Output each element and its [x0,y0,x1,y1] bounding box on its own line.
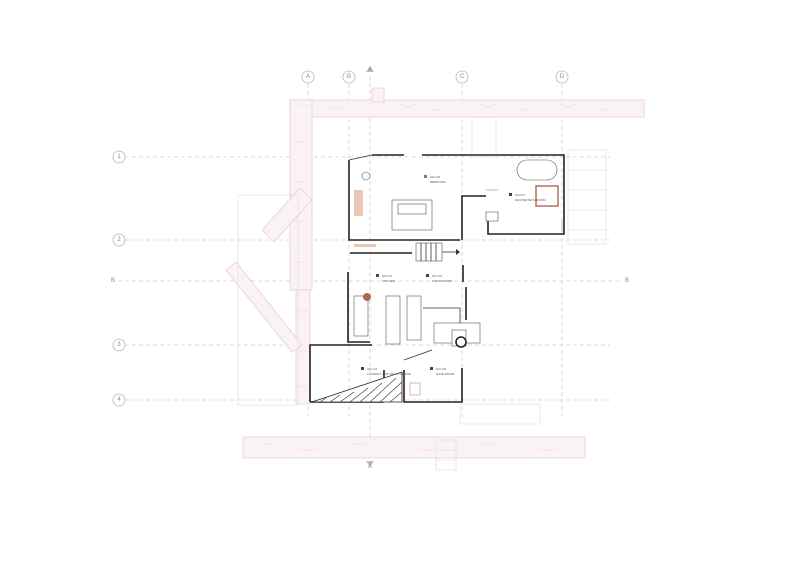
grid-label-row-4: 4 [117,397,121,403]
grid-lines [118,76,622,460]
section-marker-bottom-label: A [368,464,372,470]
grid-label-col-d: D [560,74,565,80]
grid-label-col-b: B [347,74,351,80]
stair [350,242,460,262]
gate-room-walls [403,349,463,403]
room-name: KITCHEN [382,279,395,283]
room-name: MASTER BATHROOM [515,198,546,202]
grid-label-row-b-left: B [111,278,115,284]
room-tag-living-room: GF1.02 LIVING ROOM [426,274,453,283]
room-tag-laundry: GF1.04 LAUNDRY / DRYING STORAGE [361,367,411,376]
grid-bubble-col-d: D [555,70,569,84]
kitchen-walls [347,265,464,345]
grid-bubble-row-b-right: B [625,278,629,284]
section-marker-top: A [366,66,374,73]
grid-label-col-a: A [306,74,310,80]
grid-bubble-row-1: 1 [112,150,126,164]
room-tag-gate-room: GF1.05 GATE ROOM [430,367,455,376]
grid-bubble-col-b: B [342,70,356,84]
laundry-walls [309,344,403,403]
room-code: GF1.07 [515,193,525,197]
room-tag-bedroom: GF1.06 BEDROOM [424,175,446,184]
room-code: GF1.06 [430,175,440,179]
grid-label-col-c: C [460,74,465,80]
room-code: GF1.05 [436,367,446,371]
room-code: GF1.04 [367,367,377,371]
grid-bubble-col-a: A [301,70,315,84]
existing-stone-walls [225,87,645,459]
section-marker-bottom: A [366,461,374,470]
grid-bubble-col-c: C [455,70,469,84]
room-name: BEDROOM [430,180,446,184]
site-outlines [237,116,607,471]
grid-bubble-row-2: 2 [112,233,126,247]
grid-label-row-2: 2 [117,237,121,243]
grid-label-row-1: 1 [117,154,121,160]
room-name: GATE ROOM [436,372,455,376]
section-marker-top-label: A [368,67,372,73]
room-name: LIVING ROOM [432,279,453,283]
grid-label-row-3: 3 [117,342,121,348]
room-tag-kitchen: GF1.03 KITCHEN [376,274,395,283]
living-room-walls [423,287,481,348]
grid-bubble-row-4: 4 [112,393,126,407]
bedroom-walls [348,154,500,247]
room-name: LAUNDRY / DRYING STORAGE [367,372,411,376]
master-bathroom-walls [461,154,565,240]
room-tag-master-bathroom: GF1.07 MASTER BATHROOM [509,193,546,202]
grid-bubble-row-3: 3 [112,338,126,352]
room-code: GF1.03 [382,274,392,278]
grid-label-row-b-right: B [625,278,629,284]
grid-bubble-row-b-left: B [111,278,115,284]
room-code: GF1.02 [432,274,442,278]
